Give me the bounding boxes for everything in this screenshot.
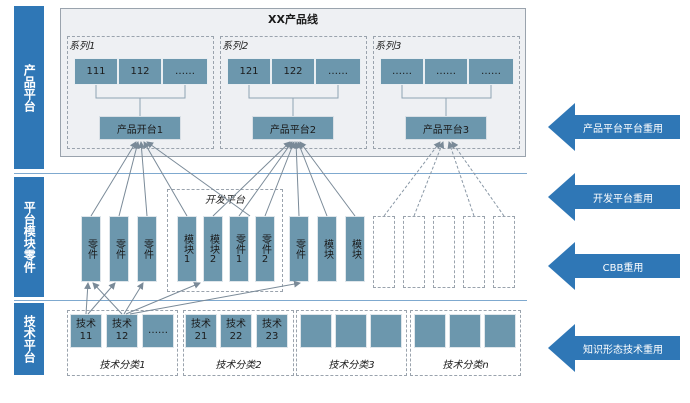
series-label-2: 系列2: [222, 41, 249, 52]
layer-separator: [14, 173, 527, 174]
tech-cell-22: 技术 22: [220, 314, 252, 348]
tech-cell-label: 技术 23: [262, 318, 282, 343]
tech-cell-3c: [370, 314, 402, 348]
layer-tab-tech: 技术平台: [14, 303, 44, 375]
part-cell: 零件: [81, 216, 101, 282]
product-platform-2: 产品平台2: [252, 116, 334, 140]
placeholder-slot: [433, 216, 455, 288]
reuse-label-dev-platform: 开发平台重用: [593, 193, 653, 205]
series2-cell-121: 121: [227, 58, 271, 85]
series-label-1: 系列1: [69, 41, 96, 52]
tech-group-box-3: [296, 310, 407, 376]
tech-cell-3a: [300, 314, 332, 348]
tech-cell-21: 技术 21: [185, 314, 217, 348]
series-box-3: [373, 36, 520, 149]
placeholder-slot: [373, 216, 395, 288]
dev-module-1: 模块1: [177, 216, 197, 282]
dev-platform-label: 开发平台: [205, 195, 245, 206]
series3-cell-3: ……: [468, 58, 514, 85]
tech-cell-12: 技术 12: [106, 314, 138, 348]
tech-cell-23: 技术 23: [256, 314, 288, 348]
reuse-label-cbb: CBB重用: [602, 262, 644, 274]
reuse-label-tech: 知识形态技术重用: [583, 344, 663, 356]
tech-cell-label: 技术 22: [226, 318, 246, 343]
tech-cell-nb: [449, 314, 481, 348]
tech-cell-label: 技术 21: [191, 318, 211, 343]
series-box-1: [67, 36, 214, 149]
series3-cell-1: ……: [380, 58, 424, 85]
series1-cell-111: 111: [74, 58, 118, 85]
dev-part-2: 零件2: [255, 216, 275, 282]
layer-tab-product: 产品平台: [14, 6, 44, 169]
series1-cell-112: 112: [118, 58, 162, 85]
product-platform-1: 产品开台1: [99, 116, 181, 140]
placeholder-slot: [493, 216, 515, 288]
tech-group-box-n: [410, 310, 521, 376]
tech-group-label-2: 技术分类2: [215, 360, 262, 371]
layer-tab-module: 平台模块零件: [14, 177, 44, 297]
dev-part-1: 零件1: [229, 216, 249, 282]
tech-cell-label: ……: [148, 324, 168, 336]
series2-cell-122: 122: [271, 58, 315, 85]
placeholder-slot: [463, 216, 485, 288]
tech-cell-3b: [335, 314, 367, 348]
part-cell: 零件: [109, 216, 129, 282]
series3-cell-2: ……: [424, 58, 468, 85]
tech-cell-nc: [484, 314, 516, 348]
tech-group-label-3: 技术分类3: [328, 360, 375, 371]
tech-group-label-1: 技术分类1: [99, 360, 146, 371]
series2-cell-more: ……: [315, 58, 361, 85]
module-cell: 模块: [345, 216, 365, 282]
tech-group-label-n: 技术分类n: [442, 360, 489, 371]
reuse-arrow-shapes: [548, 103, 680, 372]
tech-cell-label: 技术 12: [112, 318, 132, 343]
reuse-label-product-platform: 产品平台平台重用: [583, 123, 663, 135]
layer-separator: [14, 300, 527, 301]
tech-cell-more: ……: [142, 314, 174, 348]
tech-cell-11: 技术 11: [70, 314, 102, 348]
tech-cell-na: [414, 314, 446, 348]
product-line-title: XX产品线: [268, 13, 318, 26]
placeholder-slot: [403, 216, 425, 288]
part-cell: 零件: [137, 216, 157, 282]
series-label-3: 系列3: [375, 41, 402, 52]
series1-cell-more: ……: [162, 58, 208, 85]
product-platform-3: 产品平台3: [405, 116, 487, 140]
part-cell: 零件: [289, 216, 309, 282]
module-cell: 模块: [317, 216, 337, 282]
tech-group-box-1: [67, 310, 178, 376]
dev-module-2: 模块2: [203, 216, 223, 282]
tech-cell-label: 技术 11: [76, 318, 96, 343]
